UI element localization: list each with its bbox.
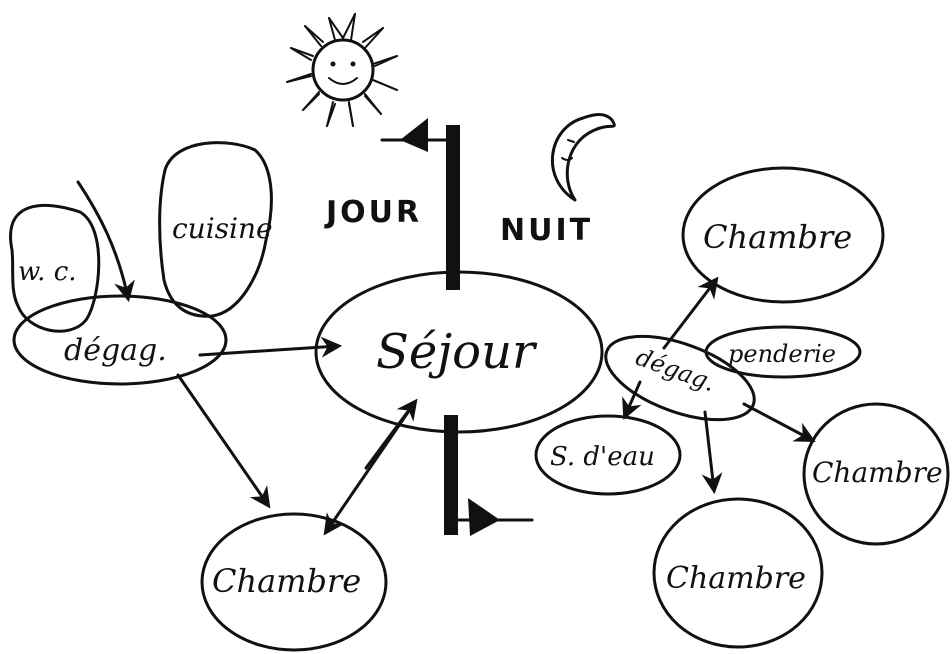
room-sejour-label: Séjour (376, 324, 538, 380)
room-s-deau: S. d'eau (534, 414, 682, 496)
zone-divider (444, 125, 460, 535)
room-penderie: penderie (704, 325, 862, 379)
arrow-degag-to-chambre (176, 373, 271, 509)
room-chambre-bottom-left: Chambre (200, 512, 388, 652)
room-chambre-top-right-label: Chambre (703, 218, 852, 256)
room-chambre-top-right: Chambre (681, 166, 885, 304)
arrow-chambre-to-sejour (364, 398, 418, 470)
sun-icon (286, 13, 398, 127)
arrow-degag-to-chambre-bottom (701, 410, 723, 495)
room-cuisine-label: cuisine (172, 212, 273, 245)
room-wc: w. c. (9, 203, 101, 333)
arrow-degag-to-chambre-right (742, 402, 816, 442)
arrow-degag-to-s-deau (622, 380, 642, 420)
room-chambre-bottom-left-label: Chambre (212, 562, 361, 600)
arrow-degag-to-sejour (198, 336, 343, 358)
room-degag-left-label: dégag. (64, 333, 167, 368)
arrow-entrance-to-degag (76, 180, 135, 303)
room-chambre-right: Chambre (802, 402, 950, 546)
flag-icon (380, 118, 534, 536)
room-degag-right: dégag. (604, 334, 756, 422)
room-wc-label: w. c. (18, 257, 77, 287)
room-chambre-bottom-right-label: Chambre (666, 561, 806, 596)
room-chambre-bottom-right: Chambre (652, 497, 824, 649)
room-penderie-label: penderie (728, 340, 836, 368)
arrow-degag-to-chambre-top (662, 276, 719, 350)
zone-label-day: JOUR (324, 195, 422, 230)
room-sejour: Séjour (314, 270, 604, 434)
room-cuisine: cuisine (158, 141, 273, 318)
room-chambre-right-label: Chambre (812, 456, 943, 489)
zone-label-night: NUIT (500, 213, 593, 248)
room-s-deau-label: S. d'eau (550, 442, 655, 472)
moon-icon (550, 113, 616, 202)
room-degag-left: dégag. (12, 294, 228, 386)
